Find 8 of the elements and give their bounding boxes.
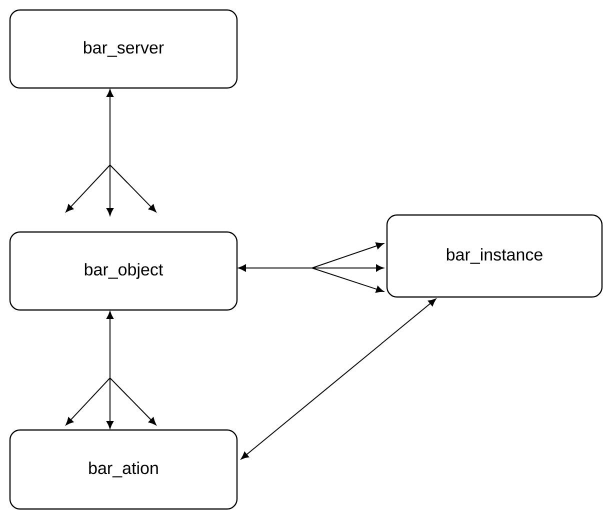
arrow	[240, 298, 436, 460]
process-box: bar_server	[9, 9, 238, 89]
process-box: bar_object	[9, 231, 238, 311]
arrow	[66, 311, 156, 429]
arrow	[66, 89, 156, 216]
process-box: bar_ation	[9, 429, 238, 510]
process-box: bar_instance	[386, 214, 603, 298]
arrow	[238, 242, 384, 293]
